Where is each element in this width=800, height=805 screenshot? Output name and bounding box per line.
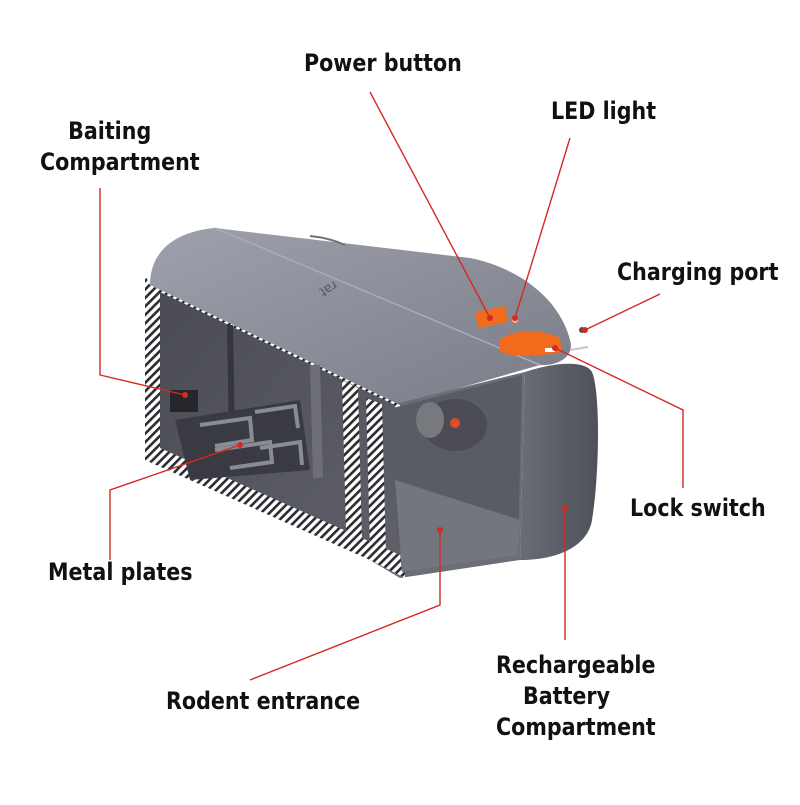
- label-rodent-entrance: Rodent entrance: [166, 687, 361, 715]
- slider-marking: [545, 348, 555, 352]
- leader-baiting: [99, 188, 186, 396]
- leader-led-light: [514, 137, 571, 319]
- orange-lock-slider: [500, 331, 562, 356]
- cavity-divider: [310, 364, 323, 479]
- divider-hatch: [342, 380, 362, 540]
- label-metal-plates: Metal plates: [48, 558, 193, 586]
- label-power-button: Power button: [304, 49, 462, 77]
- lock-switch-knob-cap: [416, 402, 444, 438]
- label-baiting-compartment: Baiting Compartment: [40, 116, 200, 178]
- label-battery-line-2: Battery: [522, 682, 611, 710]
- label-led-light: LED light: [551, 97, 657, 125]
- battery-end-block: [520, 363, 598, 560]
- top-seam: [214, 227, 541, 366]
- bait-holder: [170, 390, 198, 412]
- leader-lock-switch: [554, 347, 684, 488]
- leader-power-button: [369, 91, 491, 319]
- entrance-floor: [395, 480, 520, 572]
- label-battery-line-1: Rechargeable: [496, 651, 656, 679]
- top-groove: [309, 235, 346, 246]
- label-battery-line-3: Compartment: [496, 713, 656, 741]
- switch-icons: [569, 346, 589, 351]
- leader-rodent-entrance: [249, 530, 441, 681]
- leader-metal-plates: [109, 444, 241, 560]
- label-lock-switch: Lock switch: [630, 494, 766, 522]
- leader-lines: [99, 91, 684, 681]
- label-baiting-line-2: Compartment: [40, 148, 200, 176]
- leader-charging-port: [584, 293, 661, 331]
- label-charging-port: Charging port: [617, 258, 779, 286]
- leader-dots: [182, 315, 588, 533]
- lock-switch-dot: [450, 418, 460, 428]
- label-battery-compartment: Rechargeable Battery Compartment: [496, 650, 656, 743]
- label-baiting-line-1: Baiting: [68, 117, 152, 145]
- divider-hatch: [366, 398, 386, 555]
